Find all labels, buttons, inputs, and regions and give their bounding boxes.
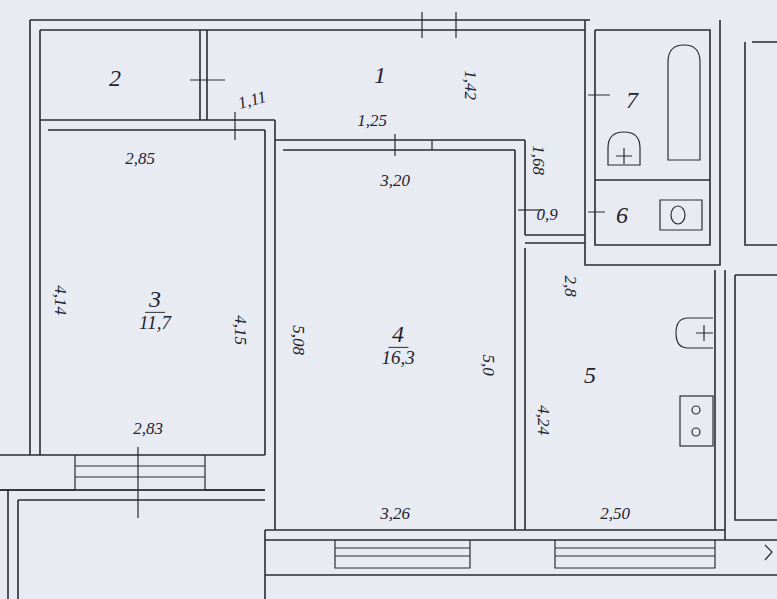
stove-symbol <box>692 428 700 436</box>
wall <box>30 20 590 30</box>
room-number: 7 <box>622 87 642 113</box>
room-number: 5 <box>580 362 600 388</box>
dimension-label: 4,24 <box>535 405 552 435</box>
dimension-label: 0,9 <box>536 206 557 223</box>
dimension-label: 3,20 <box>380 172 410 189</box>
window-symbol <box>555 540 715 568</box>
room-number: 6 <box>612 202 632 228</box>
sink-symbol <box>608 132 640 165</box>
room-box: 311,7 <box>48 130 265 455</box>
room-area: 16,3 <box>377 348 418 369</box>
toilet-symbol <box>671 206 685 224</box>
window-symbol <box>75 447 205 518</box>
dimension-label: 2,8 <box>562 275 579 296</box>
stove-symbol <box>692 406 700 414</box>
wall <box>745 42 777 245</box>
dimension-label: 1,68 <box>530 145 547 175</box>
wall <box>735 275 777 520</box>
wall <box>265 530 777 599</box>
sink-symbol <box>676 318 713 348</box>
wall <box>200 30 207 120</box>
door-mark <box>588 95 610 212</box>
bathtub-symbol <box>668 45 700 160</box>
dimension-label: 4,14 <box>52 285 69 315</box>
room-label-group: 6 <box>612 202 632 228</box>
dimension-label: 5,08 <box>290 325 307 355</box>
room-number: 1 <box>370 62 390 88</box>
wall <box>265 530 777 540</box>
room-box: 416,3 <box>283 150 515 530</box>
door-mark <box>234 112 235 140</box>
wall <box>715 270 725 540</box>
dimension-label: 3,26 <box>380 505 410 522</box>
room-label-group: 7 <box>622 87 642 113</box>
dimension-label: 1,42 <box>462 70 479 100</box>
wall <box>40 120 275 130</box>
room-number: 4 <box>388 321 408 348</box>
wall <box>265 120 275 530</box>
balcony <box>0 490 265 599</box>
dimension-label: 1,25 <box>357 112 387 129</box>
room-box: 6 <box>595 180 710 245</box>
wall <box>30 20 40 455</box>
break-mark <box>765 545 772 560</box>
room-label-group: 2 <box>105 65 125 91</box>
wall <box>0 455 265 490</box>
room-area: 11,7 <box>135 313 175 334</box>
door-mark <box>190 79 225 80</box>
dimension-label: 1,11 <box>236 88 268 112</box>
wall <box>585 20 720 265</box>
wall <box>595 179 710 181</box>
dimension-label: 2,50 <box>600 505 630 522</box>
room-box: 2 <box>40 30 200 120</box>
dimension-label: 2,83 <box>133 420 163 437</box>
room-number: 2 <box>105 65 125 91</box>
stove-symbol <box>680 396 713 446</box>
dimension-label: 5,0 <box>480 354 497 375</box>
door-mark <box>422 12 456 38</box>
window-symbol <box>335 540 470 568</box>
dimension-label: 4,15 <box>232 315 249 345</box>
room-label-group: 416,3 <box>377 321 418 369</box>
room-number: 3 <box>145 286 165 313</box>
wall <box>515 140 525 530</box>
room-label-group: 1 <box>370 62 390 88</box>
room-box: 5 <box>525 248 715 530</box>
wall <box>525 235 585 243</box>
dimension-label: 2,85 <box>125 150 155 167</box>
wall <box>275 140 525 150</box>
room-box: 1 <box>207 30 585 140</box>
room-label-group: 5 <box>580 362 600 388</box>
room-box: 7 <box>595 30 710 180</box>
toilet-symbol <box>660 200 702 230</box>
door-mark <box>395 134 432 156</box>
room-label-group: 311,7 <box>135 286 175 334</box>
